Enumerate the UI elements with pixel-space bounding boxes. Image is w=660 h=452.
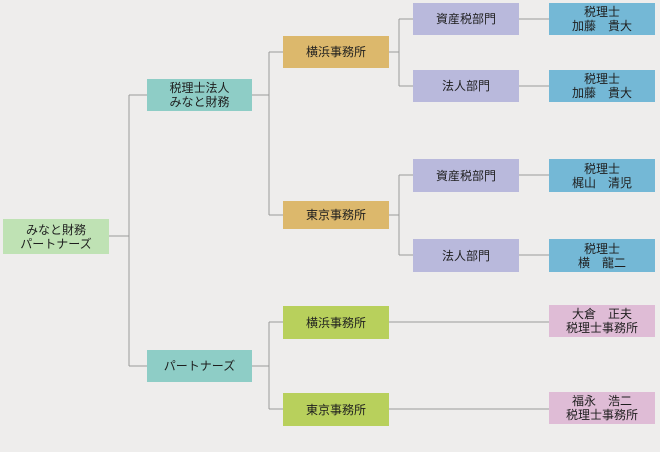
person-title: 税理士	[583, 5, 620, 19]
person-node: 税理士 横 龍二	[549, 239, 655, 272]
office-label: 横浜事務所	[305, 45, 366, 59]
person-name: 加藤 貴大	[571, 19, 632, 33]
office-yokohama: 横浜事務所	[283, 36, 389, 68]
partner-firm: 税理士事務所	[565, 321, 638, 335]
office-tokyo: 東京事務所	[283, 201, 389, 229]
corp-line-2: みなと財務	[169, 95, 230, 109]
dept-corporate-tokyo: 法人部門	[413, 239, 519, 272]
root-node: みなと財務 パートナーズ	[3, 219, 109, 254]
partners-node: パートナーズ	[147, 350, 252, 382]
dept-corporate-yokohama: 法人部門	[413, 70, 519, 102]
person-name: 横 龍二	[577, 255, 626, 270]
partner-firm-node: 大倉 正夫 税理士事務所	[549, 305, 655, 337]
office-label: 横浜事務所	[305, 315, 366, 330]
partner-name: 福永 浩二	[571, 394, 632, 408]
person-title: 税理士	[583, 72, 620, 86]
person-title: 税理士	[583, 241, 620, 256]
dept-asset-tax-yokohama: 資産税部門	[413, 3, 519, 35]
person-node: 税理士 加藤 貴大	[549, 70, 655, 102]
person-node: 税理士 加藤 貴大	[549, 3, 655, 35]
dept-label: 資産税部門	[435, 12, 496, 26]
partners-office-yokohama: 横浜事務所	[283, 306, 389, 339]
person-name: 梶山 清児	[571, 175, 632, 190]
partner-firm: 税理士事務所	[565, 408, 638, 422]
dept-label: 資産税部門	[435, 168, 496, 183]
dept-asset-tax-tokyo: 資産税部門	[413, 159, 519, 192]
partner-firm-node: 福永 浩二 税理士事務所	[549, 392, 655, 424]
dept-label: 法人部門	[441, 248, 490, 263]
corp-line-1: 税理士法人	[169, 81, 230, 95]
root-line-2: パートナーズ	[20, 236, 92, 251]
person-name: 加藤 貴大	[571, 86, 632, 100]
office-label: 東京事務所	[305, 402, 366, 417]
partners-label: パートナーズ	[163, 359, 236, 373]
dept-label: 法人部門	[441, 79, 490, 93]
root-line-1: みなと財務	[25, 222, 86, 237]
office-label: 東京事務所	[305, 208, 366, 222]
person-node: 税理士 梶山 清児	[549, 159, 655, 192]
corp-node: 税理士法人 みなと財務	[147, 79, 252, 111]
partners-office-tokyo: 東京事務所	[283, 393, 389, 426]
person-title: 税理士	[583, 161, 620, 176]
partner-name: 大倉 正夫	[571, 307, 632, 321]
